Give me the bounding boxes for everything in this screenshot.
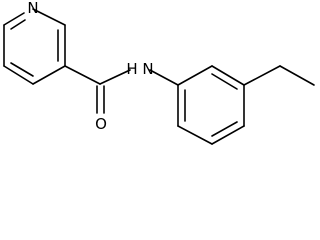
bond-p4-p5 [211,125,245,145]
structure-svg: N H N O [3,0,315,145]
bond-carbonyl-nh [99,69,131,85]
bond-ring-carbonyl [64,65,101,85]
double-bond-p4-p5-inner [211,121,238,137]
bond-c4-c5 [3,65,34,85]
ethyl-group [243,65,315,86]
amide-nitrogen-label: H N [126,60,153,78]
bond-p5-p6 [177,125,213,145]
double-bond-p2-p3-inner [211,73,238,90]
bond-n1-c2 [32,8,66,26]
bond-p2-p3 [211,65,245,86]
chemical-structure-diagram: N H N O [3,0,315,145]
bond-nh-phenyl [149,69,179,86]
bond-p1-p2 [177,65,213,86]
carbonyl-oxygen-label: O [95,115,107,133]
bond-c6-n1 [3,12,25,26]
phenyl-ring [177,65,245,145]
pyridine-ring [3,8,66,85]
bond-c3-c4 [32,65,66,85]
pyridine-nitrogen-label: N [27,0,38,17]
double-bond-c4-c5-inner [10,62,34,77]
bond-ring-ch2 [243,65,281,86]
bond-ch2-ch3 [279,65,315,86]
amide-linker [64,65,179,114]
double-bond-c6-n1-inner [10,19,26,30]
